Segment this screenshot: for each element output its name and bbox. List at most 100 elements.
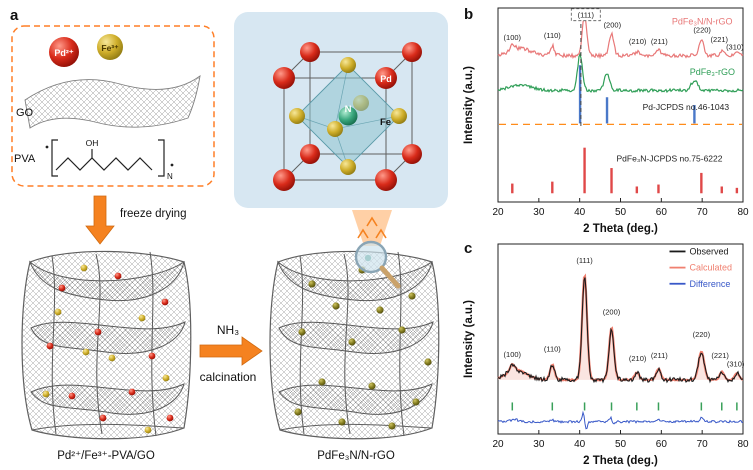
pd-atom-label: Pd	[380, 74, 392, 84]
x-tick-label: 40	[574, 207, 586, 218]
pva-label: PVA	[14, 153, 36, 165]
panel-a-letter: a	[10, 7, 19, 24]
x-tick-label: 30	[533, 439, 545, 450]
peak-hkl-label: (100)	[504, 350, 522, 359]
y-axis-label: Intensity (a.u.)	[463, 66, 475, 144]
peak-hkl-label: (100)	[504, 33, 522, 42]
peak-hkl-label: (211)	[651, 37, 668, 46]
pd-corner-sphere	[402, 42, 422, 62]
pd-ion-label: Pd²⁺	[54, 48, 73, 58]
calcination-label: calcination	[200, 370, 257, 384]
pva-chain	[55, 157, 153, 171]
pva-bracket-left	[51, 139, 58, 177]
freeze-drying-arrow	[85, 195, 115, 245]
pd-corner-sphere	[402, 144, 422, 164]
fe-ion-sphere	[97, 34, 123, 60]
x-tick-label: 60	[656, 439, 668, 450]
pva-subscript: N	[167, 172, 173, 181]
x-tick-label: 20	[492, 207, 504, 218]
series-name-label: PdFe₃N/N-rGO	[672, 16, 733, 26]
precursor-dashed-box	[11, 25, 215, 187]
glow-arrow-icon	[375, 228, 387, 239]
radical-dot-left	[45, 145, 49, 149]
zoom-glow	[352, 210, 392, 246]
peak-hkl-label: (200)	[604, 20, 622, 29]
n-atom-label: N	[345, 104, 352, 115]
nh3-label: NH₃	[217, 323, 239, 337]
calcination-arrow	[199, 336, 263, 366]
peak-hkl-label: (111)	[578, 11, 595, 20]
pd-ion-sphere	[49, 37, 79, 67]
panel-a-scheme: a Pd²⁺ Fe³⁺ GO PVA OH N freeze drying	[10, 7, 448, 462]
pd-corner-sphere	[375, 67, 397, 89]
pd-corner-sphere	[273, 67, 295, 89]
plot-frame	[497, 243, 744, 435]
legend-label: Observed	[690, 246, 729, 256]
peak-hkl-label: (210)	[629, 37, 647, 46]
x-axis-label: 2 Theta (deg.)	[583, 223, 658, 235]
series-curve-PdFe₃N/N-rGO	[497, 13, 744, 60]
series-curve-Difference	[497, 410, 744, 430]
series-name-label: Pd-JCPDS no.46-1043	[643, 102, 730, 112]
panel-a: a Pd²⁺ Fe³⁺ GO PVA OH N freeze drying	[10, 7, 448, 462]
peak-hkl-label: (200)	[603, 307, 621, 316]
n-center-sphere	[338, 106, 358, 126]
fe-face-sphere	[340, 57, 356, 73]
peak-hkl-label: (310)	[727, 360, 745, 369]
peak-hkl-label: (110)	[544, 344, 561, 353]
precursor-caption: Pd²⁺/Fe³⁺-PVA/GO	[57, 450, 155, 462]
x-tick-label: 30	[533, 207, 545, 218]
legend-label: Difference	[690, 279, 731, 289]
rietveld-chart: 20 30 40 50 60 70 80 2 Theta (deg.) Intensity (a…	[463, 243, 749, 467]
x-tick-label: 80	[737, 207, 749, 218]
magnifier-handle	[379, 265, 401, 289]
go-label: GO	[16, 107, 34, 119]
glow-arrow-icon	[357, 228, 369, 239]
x-axis-label: 2 Theta (deg.)	[583, 455, 658, 467]
x-tick-label: 70	[697, 207, 709, 218]
series-curve-PdFe₃-rGO	[497, 52, 744, 94]
go-sheet	[24, 74, 201, 129]
x-tick-label: 70	[697, 439, 709, 450]
pd-corner-sphere	[273, 169, 295, 191]
peak-hkl-label: (211)	[651, 351, 668, 360]
magnifier-icon	[354, 240, 388, 274]
glow-arrow-icon	[366, 216, 378, 227]
product-caption: PdFe₃N/N-rGO	[317, 450, 395, 462]
pva-bracket-right	[158, 139, 165, 177]
freeze-drying-label: freeze drying	[120, 208, 186, 220]
fe-ion-label: Fe³⁺	[101, 43, 119, 53]
peak-hkl-label: (310)	[726, 43, 744, 52]
x-tick-label: 50	[615, 439, 627, 450]
oh-label: OH	[86, 138, 99, 148]
x-tick-label: 50	[615, 207, 627, 218]
fe-face-sphere	[327, 121, 343, 137]
x-tick-label: 20	[492, 439, 504, 450]
x-tick-label: 80	[737, 439, 749, 450]
fe-atom-label: Fe	[380, 117, 391, 128]
x-tick-label: 40	[574, 439, 586, 450]
peak-hkl-label: (111)	[576, 256, 593, 265]
peak-hkl-label: (220)	[693, 25, 711, 34]
series-curve-Observed	[497, 277, 744, 384]
series-name-label: PdFe₃N-JCPDS no.75-6222	[617, 153, 723, 163]
fe-face-sphere	[289, 108, 305, 124]
xrd-comparison-chart: 20 30 40 50 60 70 80 2 Theta (deg.) Intensity (a…	[463, 7, 749, 235]
panel-c-letter: c	[464, 240, 473, 257]
series-name-label: PdFe₃-rGO	[690, 67, 735, 77]
pd-corner-sphere	[300, 144, 320, 164]
x-tick-label: 60	[656, 207, 668, 218]
pd-corner-sphere	[300, 42, 320, 62]
peak-hkl-label: (220)	[693, 330, 711, 339]
y-axis-label: Intensity (a.u.)	[463, 300, 475, 378]
panel-b-letter: b	[464, 6, 474, 23]
peak-label-box	[570, 8, 601, 22]
peak-hkl-label: (221)	[711, 351, 729, 360]
panel-b: 20 30 40 50 60 70 80 2 Theta (deg.) Intensity (a…	[462, 2, 753, 236]
peak-hkl-label: (221)	[711, 35, 729, 44]
pd-corner-sphere	[375, 169, 397, 191]
peak-hkl-label: (210)	[629, 354, 647, 363]
precursor-ion-dots	[42, 264, 174, 434]
radical-dot-right	[170, 163, 174, 167]
